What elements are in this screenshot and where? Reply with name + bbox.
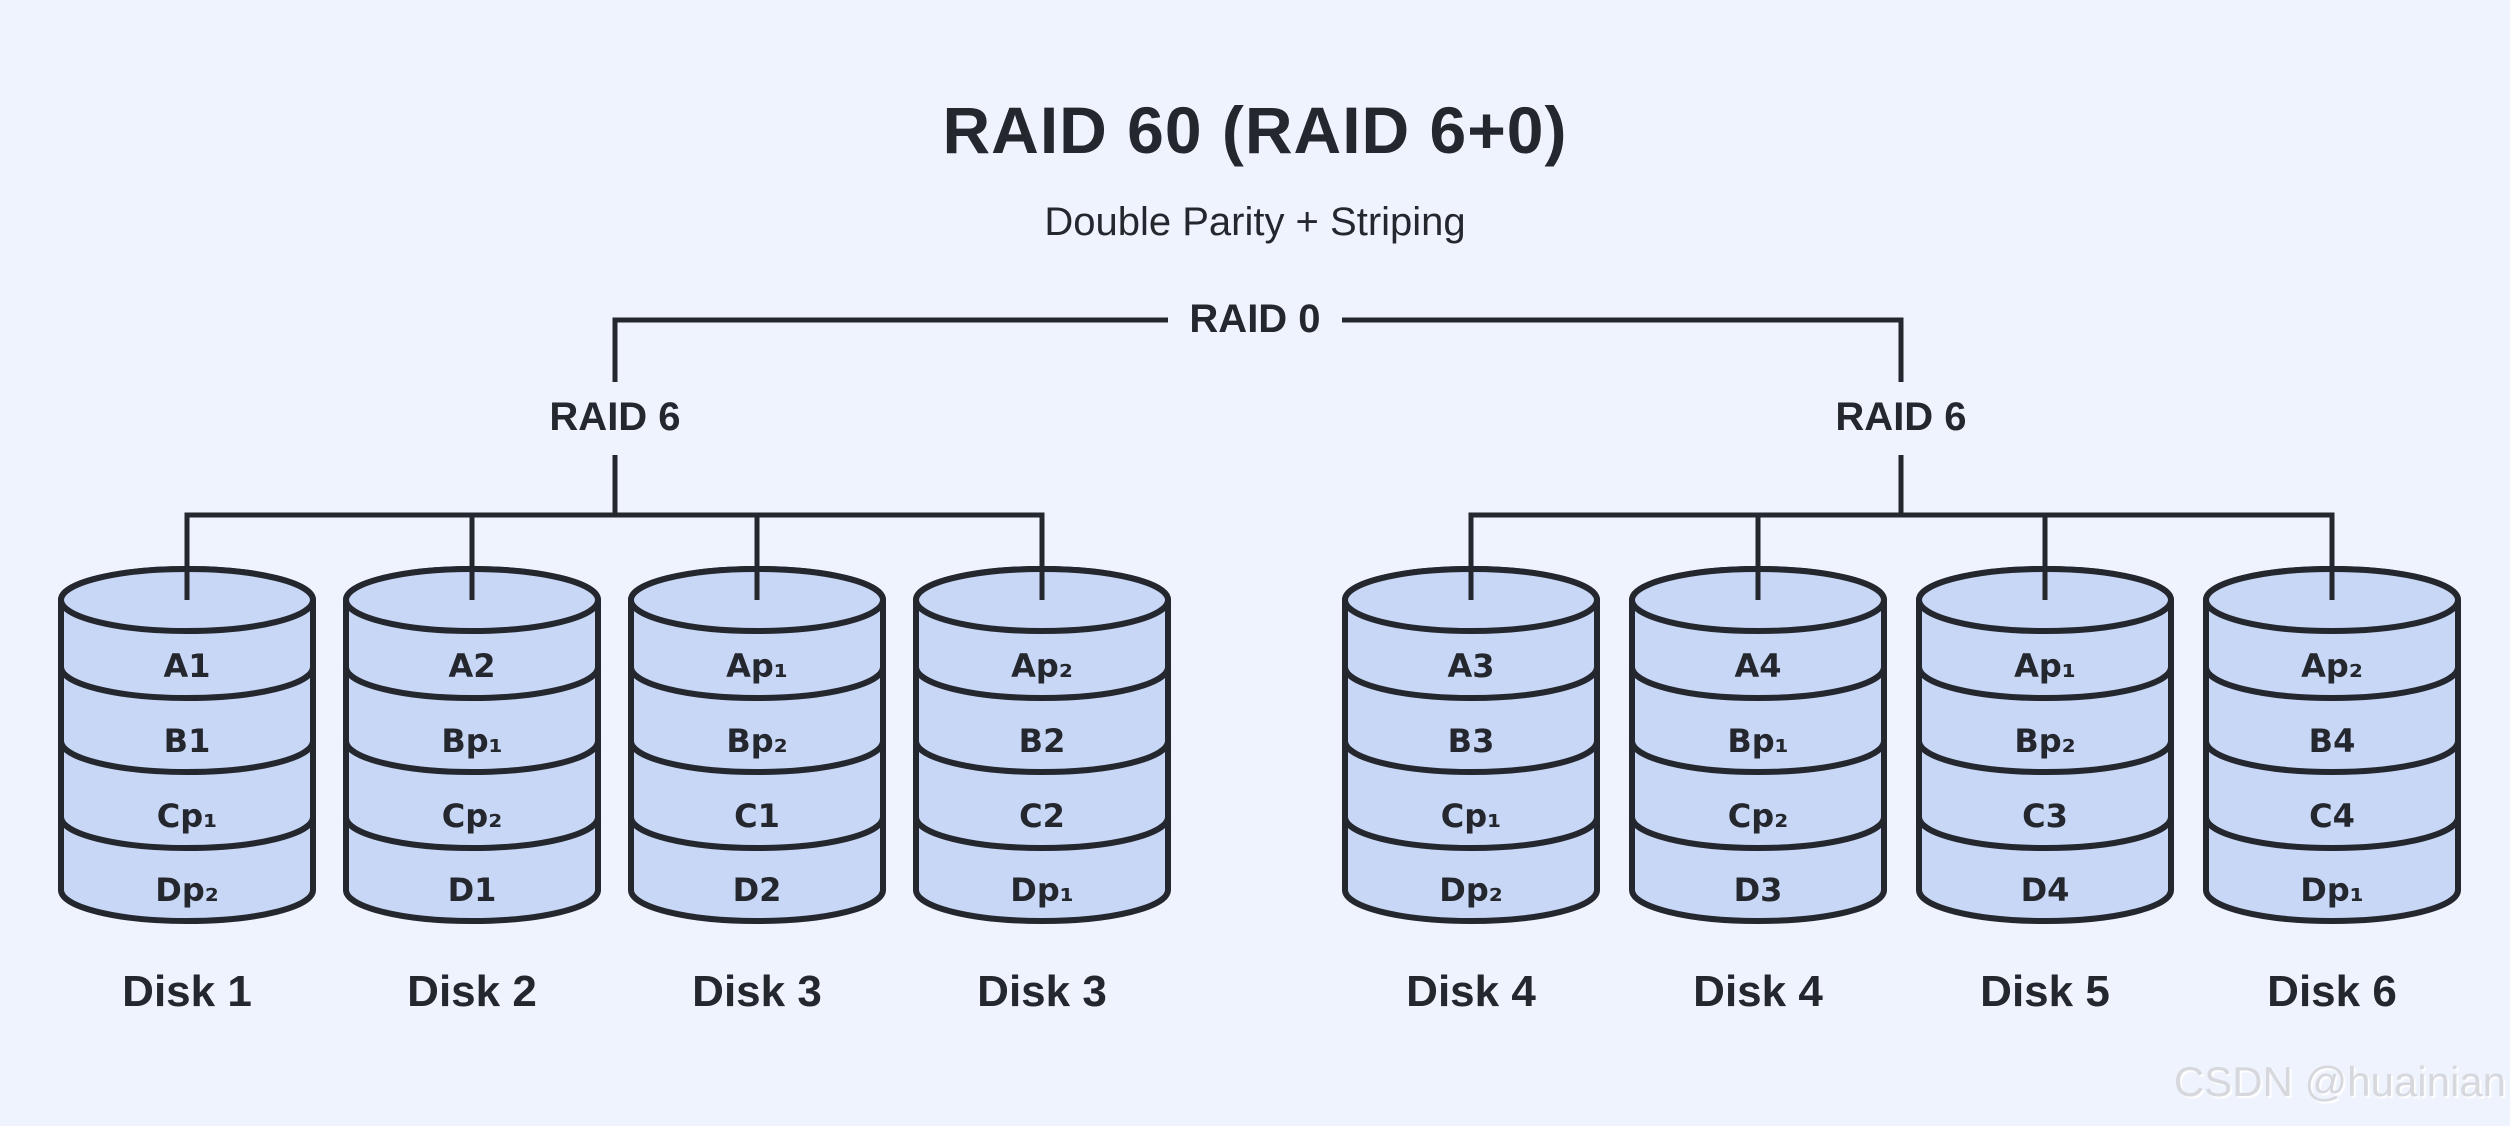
disk-label: Disk 4 [1406,967,1536,1016]
disk-block: Dp₁ [1010,871,1074,909]
disk-label: Disk 3 [977,967,1107,1016]
disk-block: Ap₂ [1011,647,1073,685]
disk-block: C1 [734,797,780,835]
disk-block: C2 [1019,797,1065,835]
disk-block: Cp₂ [1727,797,1789,835]
disk-block: C3 [2022,797,2068,835]
disk-block: D2 [732,871,782,909]
disk-block: Cp₁ [156,797,218,835]
disk-block: Dp₁ [2300,871,2364,909]
disk-block: D1 [447,871,497,909]
disk-block: Dp₂ [155,871,219,909]
disk-block: Ap₁ [726,647,788,685]
raid6-left-node-label: RAID 6 [549,395,681,439]
disk-label: Disk 5 [1980,967,2110,1016]
disk-block: Ap₁ [2014,647,2076,685]
disk-block: D4 [2020,871,2070,909]
diagram-subtitle: Double Parity + Striping [1044,200,1466,244]
disk-block: B3 [1447,722,1495,760]
disk-block: C4 [2309,797,2355,835]
disk-block: A1 [163,647,211,685]
disk-label: Disk 3 [692,967,822,1016]
disk-block: Dp₂ [1439,871,1503,909]
disk-cylinder-icon [1916,566,2174,924]
raid6-right-node-label: RAID 6 [1835,395,1967,439]
disk-label: Disk 6 [2267,967,2397,1016]
disk-block: Bp₁ [441,722,503,760]
disk-block: D3 [1733,871,1783,909]
watermark: CSDN @huainian [2173,1058,2506,1105]
disk-block: A2 [448,647,496,685]
disk-block: Bp₂ [2014,722,2076,760]
disk-block: Ap₂ [2301,647,2363,685]
diagram-title: RAID 60 (RAID 6+0) [942,93,1568,167]
disk-label: Disk 1 [122,967,252,1016]
raid0-node-label: RAID 0 [1189,297,1321,341]
disk-block: A4 [1734,647,1782,685]
disk-label: Disk 2 [407,967,537,1016]
disk-block: B2 [1018,722,1066,760]
disk-block: Cp₂ [441,797,503,835]
disk-block: B4 [2308,722,2356,760]
disk-block: B1 [163,722,211,760]
disk-label: Disk 4 [1693,967,1823,1016]
disk-block: Bp₁ [1727,722,1789,760]
disk-block: Cp₁ [1440,797,1502,835]
disk-block: A3 [1447,647,1495,685]
disk-block: Bp₂ [726,722,788,760]
